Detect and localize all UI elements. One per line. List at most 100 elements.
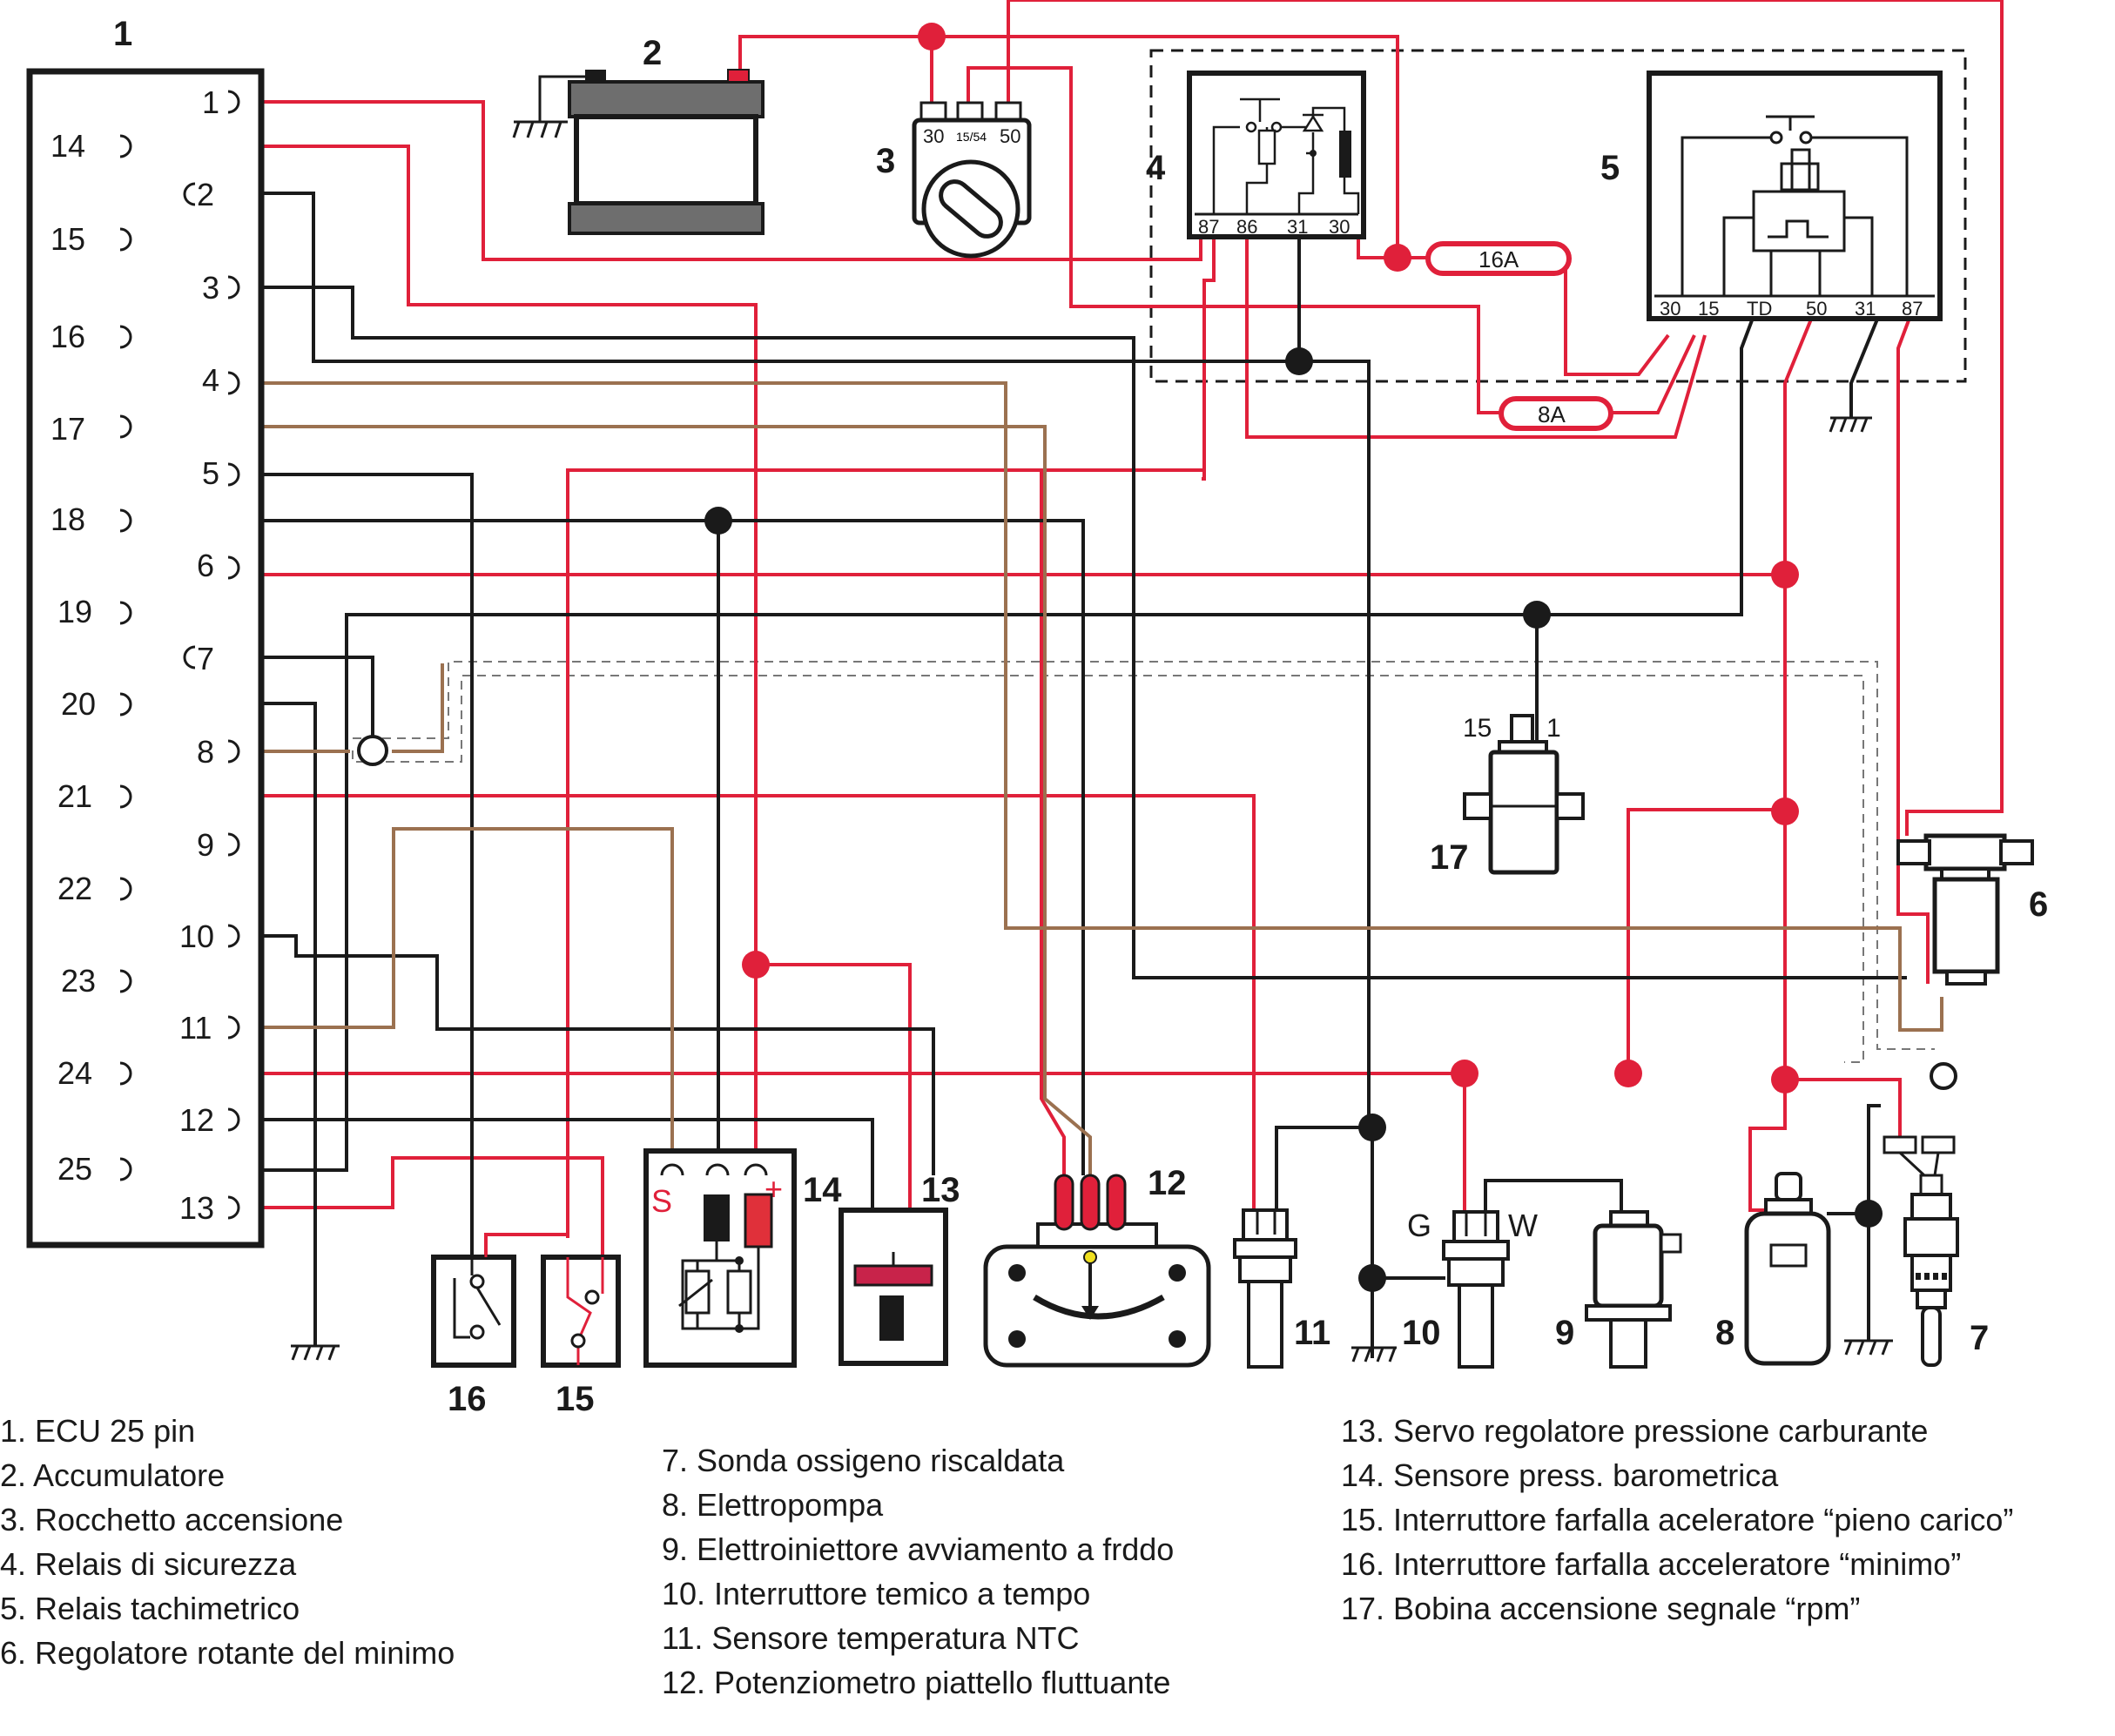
baro-sensor-component: 14 S + xyxy=(643,1148,842,1368)
ecu-pin-24: 24 xyxy=(57,1055,92,1091)
tach-relay-component: 5 30 15 TD 50 31 87 xyxy=(1600,71,1943,321)
thermo-terminal-G: G xyxy=(1407,1208,1431,1243)
ecu-pin-7: 7 xyxy=(197,641,214,676)
flap-potentiometer-label: 12 xyxy=(1148,1164,1187,1202)
tach-terminal-31: 31 xyxy=(1855,298,1876,320)
fuse-16a-label: 16A xyxy=(1478,246,1519,273)
ignition-switch-label: 3 xyxy=(876,142,895,180)
ignition-terminal-30: 30 xyxy=(923,125,944,147)
legend-item: 9. Elettroiniettore avviamento a frddo xyxy=(662,1531,1175,1567)
legend-item: 2. Accumulatore xyxy=(0,1457,226,1493)
idle-valve-component: 6 xyxy=(1896,833,2048,986)
ecu-pin-5: 5 xyxy=(202,455,219,491)
tach-terminal-15: 15 xyxy=(1698,298,1719,320)
legend-item: 3. Rocchetto accensione xyxy=(0,1502,344,1538)
legend-item: 12. Potenziometro piattello fluttuante xyxy=(662,1665,1171,1700)
ecu-pin-16: 16 xyxy=(51,319,85,354)
ground-symbol-pump xyxy=(1844,1339,1893,1356)
battery-label: 2 xyxy=(643,34,662,72)
coil-terminal-1: 1 xyxy=(1546,714,1561,743)
ignition-terminal-50: 50 xyxy=(1000,125,1020,147)
shield-lines xyxy=(137,192,1935,1063)
oxygen-sensor-component: 7 xyxy=(1883,1135,1989,1367)
flap-potentiometer-component: 12 xyxy=(983,1164,1211,1368)
ecu-pins-left: 14 15 16 17 18 19 20 21 22 23 24 25 xyxy=(51,128,96,1187)
legend-item: 15. Interruttore farfalla aceleratore “p… xyxy=(1341,1502,2014,1538)
ecu-pin-23: 23 xyxy=(61,963,96,999)
safety-terminal-86: 86 xyxy=(1236,216,1257,238)
thermo-time-switch-label: 10 xyxy=(1402,1314,1441,1352)
ecu-pin-20: 20 xyxy=(61,686,96,722)
fuel-pump-component: 8 xyxy=(1715,1172,1831,1366)
ecu-pin-18: 18 xyxy=(51,501,85,537)
thermo-terminal-W: W xyxy=(1508,1208,1538,1243)
ecu-pin-9: 9 xyxy=(197,827,214,863)
tach-terminal-TD: TD xyxy=(1747,298,1772,320)
legend-item: 16. Interruttore farfalla acceleratore “… xyxy=(1341,1546,1962,1582)
ecu-pin-3: 3 xyxy=(202,270,219,306)
throttle-idle-switch-label: 16 xyxy=(448,1380,487,1418)
tach-terminal-30: 30 xyxy=(1660,298,1681,320)
baro-sensor-label: 14 xyxy=(803,1171,842,1209)
fuse-16a: 16A xyxy=(1425,241,1572,276)
legend-column-1: 1. ECU 25 pin 2. Accumulatore 3. Rocchet… xyxy=(0,1409,455,1675)
legend-item: 13. Servo regolatore pressione carburant… xyxy=(1341,1413,1929,1449)
relay-enclosure-dashed xyxy=(1149,49,1967,383)
ignition-switch-component: 3 30 15/54 50 xyxy=(876,101,1032,259)
ecu-pin-2: 2 xyxy=(197,177,214,212)
ecu-label: 1 xyxy=(113,15,132,53)
safety-terminal-87: 87 xyxy=(1198,216,1219,238)
fuse-8a: 8A xyxy=(1499,396,1613,431)
idle-valve-label: 6 xyxy=(2029,885,2048,924)
ground-symbol-ntc xyxy=(1351,1346,1397,1363)
ecu-pin-15: 15 xyxy=(51,221,85,257)
ecu-pins-right: 1 2 3 4 5 6 7 8 9 10 11 12 13 xyxy=(179,84,219,1226)
shield-loop-7 xyxy=(1930,1062,1957,1090)
cold-start-injector-component: 9 xyxy=(1555,1210,1682,1369)
legend-item: 5. Relais tachimetrico xyxy=(0,1591,300,1626)
safety-terminal-31: 31 xyxy=(1287,216,1308,238)
legend-item: 14. Sensore press. barometrica xyxy=(1341,1457,1779,1493)
shield-loop xyxy=(357,735,388,766)
ecu-pin-4: 4 xyxy=(202,362,219,398)
legend-item: 1. ECU 25 pin xyxy=(0,1413,196,1449)
cold-start-injector-label: 9 xyxy=(1555,1314,1574,1352)
ecu-pin-12: 12 xyxy=(179,1102,214,1138)
battery-component: 2 xyxy=(512,34,764,235)
coil-terminal-15: 15 xyxy=(1463,714,1492,743)
tach-relay-label: 5 xyxy=(1600,149,1620,187)
ecu-pin-1: 1 xyxy=(202,84,219,120)
thermo-time-switch-component: 10 G W xyxy=(1402,1208,1538,1369)
fuse-8a-label: 8A xyxy=(1538,401,1566,427)
throttle-full-switch-component: 15 xyxy=(541,1255,621,1418)
pressure-servo-label: 13 xyxy=(921,1171,960,1209)
ntc-sensor-component: 11 xyxy=(1233,1208,1330,1369)
ground-symbol-ecu xyxy=(291,1344,340,1361)
legend-item: 10. Interruttore temico a tempo xyxy=(662,1576,1091,1612)
ntc-sensor-label: 11 xyxy=(1294,1314,1330,1352)
ecu-pin-11: 11 xyxy=(179,1010,212,1046)
legend-item: 17. Bobina accensione segnale “rpm” xyxy=(1341,1591,1861,1626)
ignition-terminal-15-54: 15/54 xyxy=(956,130,987,144)
ignition-coil-component: 17 15 1 xyxy=(1430,714,1585,877)
junction-dots-red xyxy=(742,23,1799,1093)
ecu-pin-22: 22 xyxy=(57,871,92,906)
safety-terminal-30: 30 xyxy=(1329,216,1350,238)
legend-item: 11. Sensore temperatura NTC xyxy=(662,1620,1080,1656)
ecu-pin-8: 8 xyxy=(197,734,214,770)
ecu-pin-hooks xyxy=(119,90,240,1220)
ground-wires xyxy=(120,192,1907,1358)
ecu-pin-19: 19 xyxy=(57,594,92,629)
baro-terminal-S: S xyxy=(651,1183,672,1219)
ecu-pin-10: 10 xyxy=(179,918,214,954)
throttle-full-switch-label: 15 xyxy=(556,1380,595,1418)
legend-item: 7. Sonda ossigeno riscaldata xyxy=(662,1443,1065,1478)
oxygen-sensor-label: 7 xyxy=(1970,1319,1989,1357)
legend-column-3: 13. Servo regolatore pressione carburant… xyxy=(1341,1409,2013,1631)
tach-terminal-87: 87 xyxy=(1902,298,1923,320)
ecu-pin-6: 6 xyxy=(197,548,214,583)
tach-terminal-50: 50 xyxy=(1806,298,1827,320)
ground-symbol-tach xyxy=(1829,416,1872,433)
safety-relay-label: 4 xyxy=(1146,149,1166,187)
